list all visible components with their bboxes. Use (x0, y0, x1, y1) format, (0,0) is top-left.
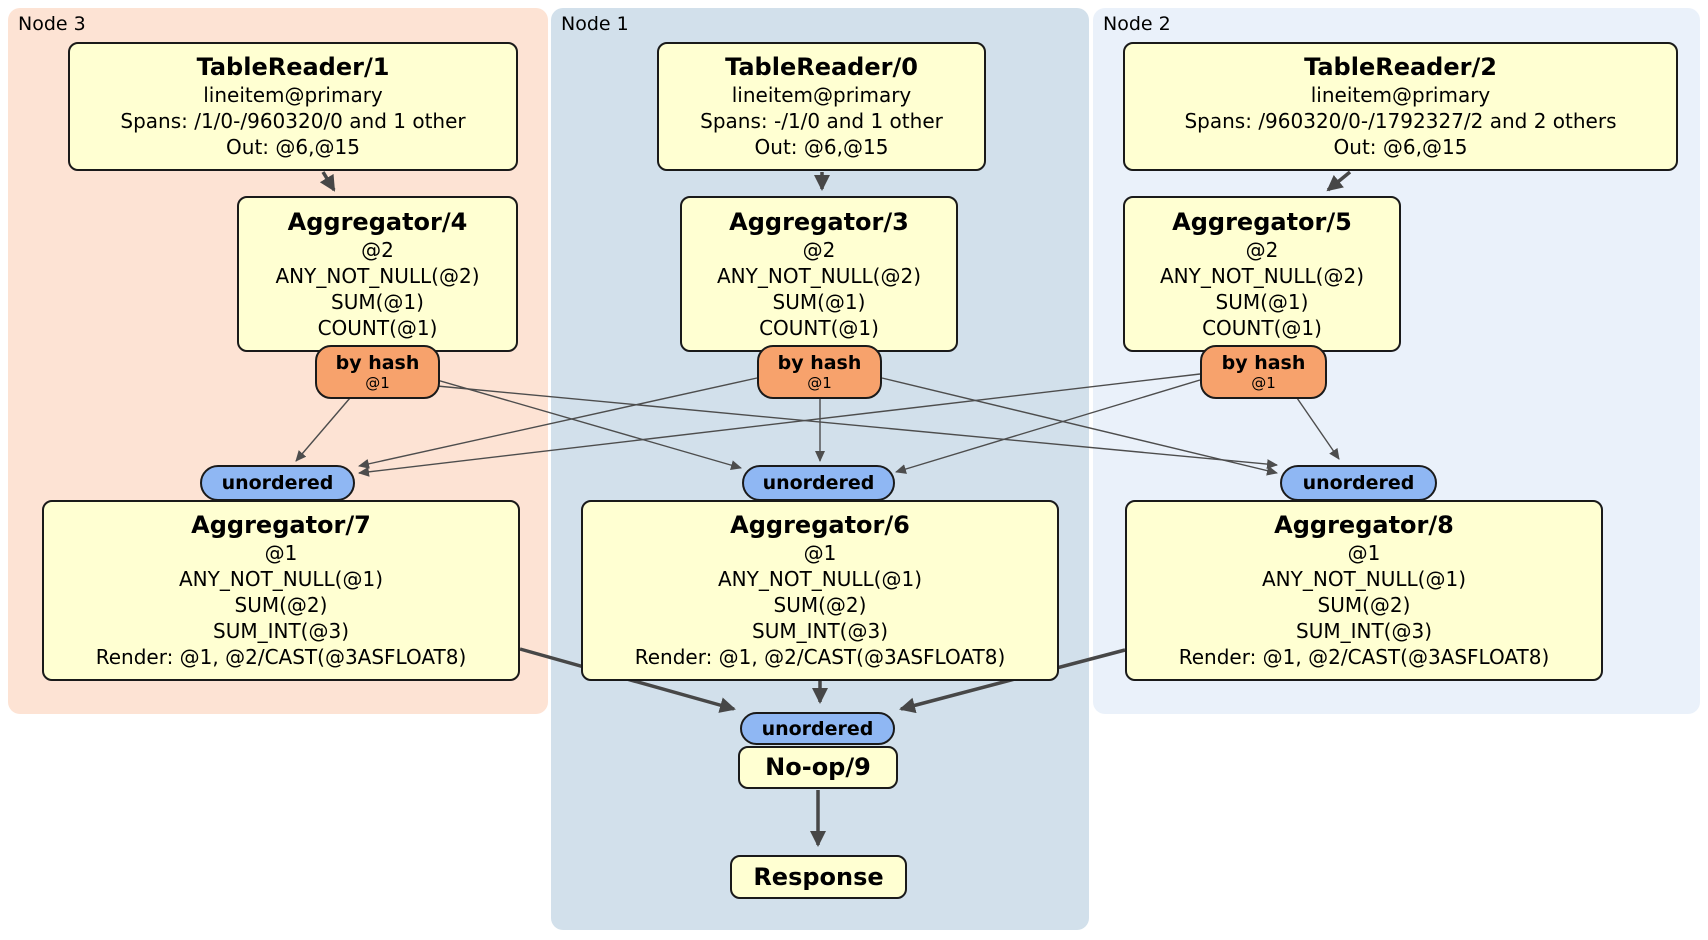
node-3-label: Node 3 (18, 13, 86, 35)
table-reader-1-box: TableReader/1 lineitem@primary Spans: /1… (68, 42, 518, 171)
aggregator-5-group: @2 (1245, 237, 1279, 262)
table-reader-0-title: TableReader/0 (725, 53, 918, 81)
hash-router-node1-key: @1 (807, 374, 832, 392)
table-reader-1-title: TableReader/1 (196, 53, 390, 81)
aggregator-6-title: Aggregator/6 (730, 511, 910, 539)
aggregator-7-render: Render: @1, @2/CAST(@3ASFLOAT8) (95, 645, 467, 669)
aggregator-7-fn1: ANY_NOT_NULL(@1) (179, 567, 383, 591)
aggregator-8-fn3: SUM_INT(@3) (1296, 619, 1432, 643)
aggregator-8-fn1: ANY_NOT_NULL(@1) (1262, 567, 1466, 591)
aggregator-5-fn2: SUM(@1) (1215, 289, 1309, 314)
response-title: Response (753, 862, 884, 891)
hash-router-node2: by hash @1 (1200, 345, 1327, 399)
hash-router-edges (295, 373, 1340, 477)
aggregator-6-fn1: ANY_NOT_NULL(@1) (718, 567, 922, 591)
table-reader-1-spans: Spans: /1/0-/960320/0 and 1 other (120, 109, 466, 133)
aggregator-8-box: Aggregator/8 @1 ANY_NOT_NULL(@1) SUM(@2)… (1125, 500, 1603, 681)
aggregator-4-fn1: ANY_NOT_NULL(@2) (275, 263, 480, 288)
aggregator-7-fn2: SUM(@2) (234, 593, 328, 617)
hash-router-node3-label: by hash (335, 352, 420, 374)
aggregator-3-fn3: COUNT(@1) (759, 315, 879, 340)
hash-router-node2-key: @1 (1251, 374, 1276, 392)
table-reader-2-box: TableReader/2 lineitem@primary Spans: /9… (1123, 42, 1678, 171)
aggregator-7-fn3: SUM_INT(@3) (213, 619, 349, 643)
aggregator-3-fn2: SUM(@1) (772, 289, 866, 314)
aggregator-8-fn2: SUM(@2) (1317, 593, 1411, 617)
table-reader-0-index: lineitem@primary (731, 83, 912, 107)
table-reader-1-index: lineitem@primary (203, 83, 383, 107)
aggregator-8-render: Render: @1, @2/CAST(@3ASFLOAT8) (1178, 645, 1550, 669)
aggregator-6-fn3: SUM_INT(@3) (752, 619, 888, 643)
hash-router-node1: by hash @1 (757, 345, 882, 399)
aggregator-7-title: Aggregator/7 (191, 511, 371, 539)
aggregator-5-box: Aggregator/5 @2 ANY_NOT_NULL(@2) SUM(@1)… (1123, 196, 1401, 352)
table-reader-2-spans: Spans: /960320/0-/1792327/2 and 2 others (1184, 109, 1617, 133)
aggregator-3-title: Aggregator/3 (729, 207, 909, 236)
aggregator-6-fn2: SUM(@2) (773, 593, 867, 617)
aggregator-7-box: Aggregator/7 @1 ANY_NOT_NULL(@1) SUM(@2)… (42, 500, 520, 681)
aggregator-4-fn3: COUNT(@1) (317, 315, 438, 340)
aggregator-8-group: @1 (1347, 541, 1381, 565)
aggregator-5-fn3: COUNT(@1) (1202, 315, 1322, 340)
hash-router-node1-label: by hash (777, 352, 862, 374)
sync-unordered-final: unordered (740, 712, 895, 745)
aggregator-6-box: Aggregator/6 @1 ANY_NOT_NULL(@1) SUM(@2)… (581, 500, 1059, 681)
aggregator-4-group: @2 (361, 237, 394, 262)
aggregator-4-box: Aggregator/4 @2 ANY_NOT_NULL(@2) SUM(@1)… (237, 196, 518, 352)
aggregator-6-render: Render: @1, @2/CAST(@3ASFLOAT8) (634, 645, 1006, 669)
aggregator-4-fn2: SUM(@1) (331, 289, 424, 314)
table-reader-0-spans: Spans: -/1/0 and 1 other (700, 109, 943, 133)
aggregator-3-fn1: ANY_NOT_NULL(@2) (717, 263, 921, 288)
aggregator-3-box: Aggregator/3 @2 ANY_NOT_NULL(@2) SUM(@1)… (680, 196, 958, 352)
sync-unordered-node1: unordered (742, 465, 895, 501)
aggregator-5-fn1: ANY_NOT_NULL(@2) (1160, 263, 1364, 288)
table-reader-2-index: lineitem@primary (1310, 83, 1491, 107)
table-reader-2-title: TableReader/2 (1304, 53, 1497, 81)
aggregator-8-title: Aggregator/8 (1274, 511, 1454, 539)
hash-router-node2-label: by hash (1221, 352, 1306, 374)
aggregator-4-title: Aggregator/4 (287, 207, 468, 236)
aggregator-5-title: Aggregator/5 (1172, 207, 1352, 236)
noop-9-box: No-op/9 (738, 746, 898, 789)
node-1-label: Node 1 (561, 13, 629, 35)
aggregator-7-group: @1 (264, 541, 298, 565)
sync-unordered-node2: unordered (1280, 465, 1437, 501)
noop-9-title: No-op/9 (765, 753, 871, 781)
table-reader-1-out: Out: @6,@15 (226, 135, 360, 159)
sync-unordered-node3: unordered (200, 465, 355, 501)
table-reader-2-out: Out: @6,@15 (1333, 135, 1468, 159)
hash-router-node3: by hash @1 (315, 345, 440, 399)
aggregator-3-group: @2 (802, 237, 836, 262)
table-reader-0-box: TableReader/0 lineitem@primary Spans: -/… (657, 42, 986, 171)
hash-router-node3-key: @1 (365, 374, 390, 392)
node-2-label: Node 2 (1103, 13, 1171, 35)
aggregator-6-group: @1 (803, 541, 837, 565)
response-box: Response (730, 855, 907, 899)
table-reader-0-out: Out: @6,@15 (754, 135, 889, 159)
